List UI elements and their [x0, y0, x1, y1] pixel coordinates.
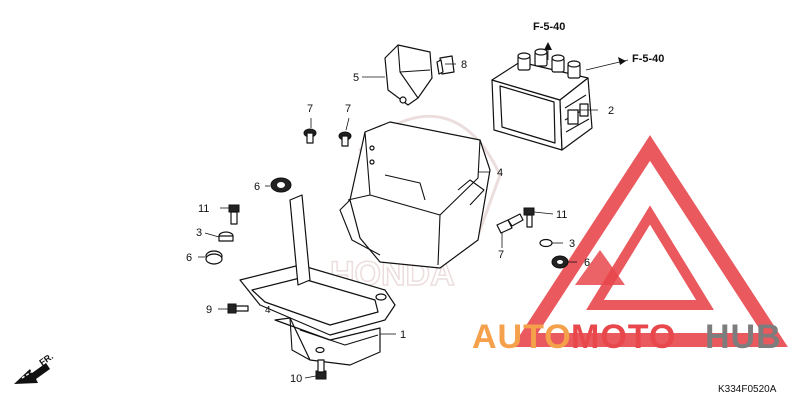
- front-direction-label: FR.: [37, 351, 55, 368]
- callout-10: 10: [290, 373, 302, 385]
- part-7-bolt-left: [303, 128, 317, 144]
- callout-5: 5: [353, 72, 359, 84]
- callout-11-left: 11: [198, 203, 209, 215]
- reference-label-right: F-5-40: [632, 53, 664, 65]
- callout-2: 2: [608, 105, 614, 117]
- part-11-bolt-left: [228, 204, 240, 225]
- automotohub-logo-mark: [512, 135, 788, 347]
- watermark-text-hub: HUB: [705, 318, 782, 356]
- part-8-clip: [436, 55, 455, 75]
- part-6-grommet-right: [551, 255, 569, 269]
- callout-4: 4: [497, 167, 503, 179]
- reference-arrows: [544, 42, 626, 65]
- callout-6-right: 6: [584, 257, 590, 269]
- watermark-text-auto: AUTO: [472, 318, 572, 356]
- reference-label-top: F-5-40: [533, 21, 565, 33]
- svg-text:4: 4: [265, 305, 271, 316]
- part-5-cover-bracket: [384, 44, 433, 106]
- front-direction-arrow-icon: [14, 363, 50, 384]
- callout-7-left: 7: [307, 103, 313, 115]
- part-3-collar-right: [539, 238, 553, 248]
- callout-9: 9: [206, 304, 212, 316]
- watermark-text-moto: MOTO: [571, 318, 676, 356]
- part-4-battery-box: [339, 121, 491, 269]
- callout-3-right: 3: [569, 238, 575, 250]
- callout-8: 8: [461, 59, 467, 71]
- diagram-code: K334F0520A: [718, 384, 777, 395]
- callout-1: 1: [400, 329, 406, 341]
- callout-6-top: 6: [254, 181, 260, 193]
- callout-7-lower: 7: [498, 249, 504, 261]
- part-3-collar-left: [218, 231, 234, 242]
- part-2-abs-modulator: [491, 48, 593, 151]
- automotohub-watermark-text: AUTO MOTO HUB: [472, 318, 782, 356]
- callout-6-left: 6: [186, 252, 192, 264]
- part-6-grommet-top: [270, 177, 292, 193]
- part-10-bolt: [315, 359, 327, 380]
- part-7-bolt-lower: [496, 213, 524, 234]
- part-11-bolt-right: [523, 207, 535, 228]
- callout-3-left: 3: [196, 227, 202, 239]
- callout-11-right: 11: [556, 209, 567, 221]
- part-1-main-bracket: 4: [239, 194, 396, 366]
- part-6-grommet-left: [205, 250, 223, 265]
- part-9-bolt: [227, 303, 249, 314]
- part-7-bolt-right: [338, 131, 352, 147]
- callout-numbers: 1 2 3 3 4 5 6 6 6 7 7 7 8 9 10 11 11: [186, 59, 614, 385]
- callout-7-right: 7: [345, 103, 351, 115]
